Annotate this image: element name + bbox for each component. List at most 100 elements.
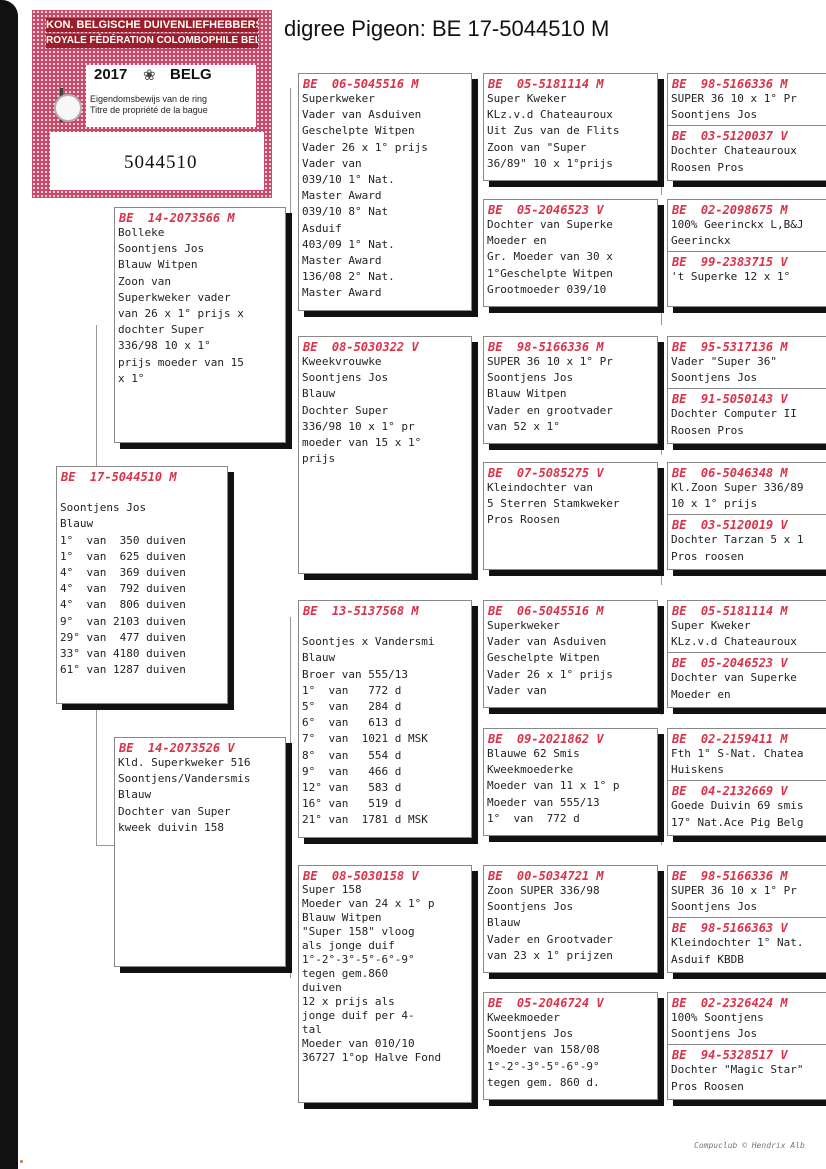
pigeon-note-line: Soontjens Jos: [302, 371, 389, 385]
pigeon-note-line: Moeder en: [671, 687, 731, 701]
pigeon-note-line: Asduif: [302, 221, 342, 235]
ring-subtitle-nl: Eigendomsbewijs van de ring: [90, 94, 208, 104]
pigeon-note-line: tegen gem. 860 d.: [487, 1075, 600, 1089]
ring-number-label: BE 02-2326424 M: [672, 996, 788, 1010]
card-divider: [668, 388, 826, 390]
pigeon-note-line: 9° van 466 d: [302, 764, 402, 778]
pigeon-note-line: van 52 x 1°: [487, 419, 560, 433]
pigeon-note-line: Pros Roosen: [671, 1079, 744, 1093]
pigeon-note-line: Vader en grootvader: [487, 403, 613, 417]
pigeon-note-line: 29° van 477 duiven: [60, 630, 186, 644]
pigeon-note-line: Asduif KBDB: [671, 952, 744, 966]
ring-number-label: BE 06-5046348 M: [672, 466, 788, 480]
connector-line: [290, 617, 291, 745]
connector-line: [96, 325, 97, 470]
pigeon-note-line: 9° van 2103 duiven: [60, 614, 186, 628]
pigeon-note-line: duiven: [302, 981, 342, 994]
ring-number-label: BE 09-2021862 V: [488, 732, 604, 746]
ring-certificate-card: KON. BELGISCHE DUIVENLIEFHEBBERSBOND ROY…: [32, 10, 272, 198]
pigeon-note-line: SUPER 36 10 x 1° Pr: [671, 884, 797, 897]
pigeon-note-line: 5° van 284 d: [302, 700, 402, 714]
pigeon-note-line: Moeder van 11 x 1° p: [487, 779, 620, 793]
ring-number-label: BE 08-5030158 V: [303, 869, 419, 883]
pigeon-note-line: 136/08 2° Nat.: [302, 270, 395, 284]
pigeon-note-line: 100% Soontjens: [671, 1011, 764, 1024]
pigeon-note-line: Roosen Pros: [671, 423, 744, 437]
pigeon-note-line: Dochter van Super: [118, 804, 231, 818]
pigeon-note-line: Blauw: [302, 651, 336, 665]
pigeon-note-line: Pros Roosen: [487, 513, 560, 527]
pigeon-note-line: tal: [302, 1023, 322, 1036]
pigeon-card-gggp-pair-3[interactable]: BE 95-5317136 M Vader "Super 36"Soontjen…: [667, 336, 826, 444]
ring-number-label: BE 13-5137568 M: [303, 604, 419, 618]
connector-line: [476, 620, 477, 825]
ring-number-label: BE 14-2073526 V: [119, 741, 235, 755]
connector-line: [661, 490, 662, 585]
pigeon-note-line: Master Award: [302, 254, 382, 268]
left-edge-bar: [0, 0, 18, 1169]
paper-mark: [20, 1160, 23, 1163]
pigeon-note-line: Moeder van 158/08: [487, 1043, 600, 1057]
pigeon-note-line: 039/10 1° Nat.: [302, 173, 395, 187]
pigeon-note-line: Soontjens/Vandersmis: [118, 772, 251, 786]
pigeon-note-line: 8° van 554 d: [302, 748, 402, 762]
pigeon-note-line: Goede Duivin 69 smis: [671, 799, 804, 813]
pigeon-note-line: 336/98 10 x 1°: [118, 339, 211, 353]
pigeon-note-line: "Super 158" vloog: [302, 925, 415, 938]
ring-number-label: BE 98-5166363 V: [672, 921, 788, 936]
ring-number-label: BE 98-5166336 M: [672, 77, 788, 91]
ring-number-label: BE 05-2046523 V: [672, 656, 788, 671]
ring-number-label: BE 99-2383715 V: [672, 255, 788, 270]
ring-number-label: BE 94-5328517 V: [672, 1048, 788, 1063]
pigeon-note-line: SUPER 36 10 x 1° Pr: [671, 92, 797, 105]
pigeon-note-line: KLz.v.d Chateauroux: [487, 108, 613, 122]
pigeon-note-line: Blauwe 62 Smis: [487, 747, 580, 760]
pigeon-note-line: 't Superke 12 x 1°: [671, 270, 791, 284]
pigeon-note-line: Vader van Asduiven: [302, 108, 422, 122]
pigeon-note-line: prijs moeder van 15: [118, 355, 244, 369]
pigeon-note-line: 1°-2°-3°-5°-6°-9°: [302, 953, 415, 966]
pigeon-note-line: 403/09 1° Nat.: [302, 237, 395, 251]
pigeon-note-line: 1°Geschelpte Witpen: [487, 266, 613, 280]
card-divider: [668, 917, 826, 919]
pigeon-note-line: Blauw Witpen: [302, 911, 382, 924]
pigeon-note-line: Vader "Super 36": [671, 355, 777, 368]
ring-number-label: BE 04-2132669 V: [672, 784, 788, 799]
pigeon-note-line: 10 x 1° prijs: [671, 497, 758, 511]
pigeon-note-line: 1° van 772 d: [302, 683, 402, 697]
pigeon-note-line: Gr. Moeder van 30 x: [487, 250, 613, 264]
connector-line: [661, 230, 662, 325]
ring-number-label: BE 07-5085275 V: [488, 466, 604, 480]
pigeon-note-line: Soontjens Jos: [487, 371, 574, 385]
